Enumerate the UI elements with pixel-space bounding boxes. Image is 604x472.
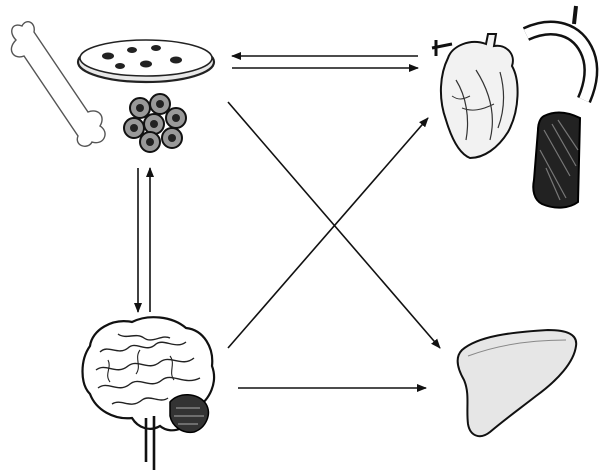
arrow-brain-to-heart <box>228 118 428 348</box>
stem-cell-group <box>11 22 214 152</box>
bone-icon <box>11 22 105 147</box>
liver-icon <box>458 330 576 436</box>
heart-group <box>432 6 591 208</box>
cerebellum-icon <box>170 395 208 433</box>
cell-cluster-icon <box>124 94 186 152</box>
petri-dish-icon <box>78 40 214 82</box>
heart-icon <box>432 34 518 158</box>
blood-vessel-icon <box>526 6 591 100</box>
muscle-tissue-icon <box>533 112 580 207</box>
brain-group <box>83 317 215 470</box>
